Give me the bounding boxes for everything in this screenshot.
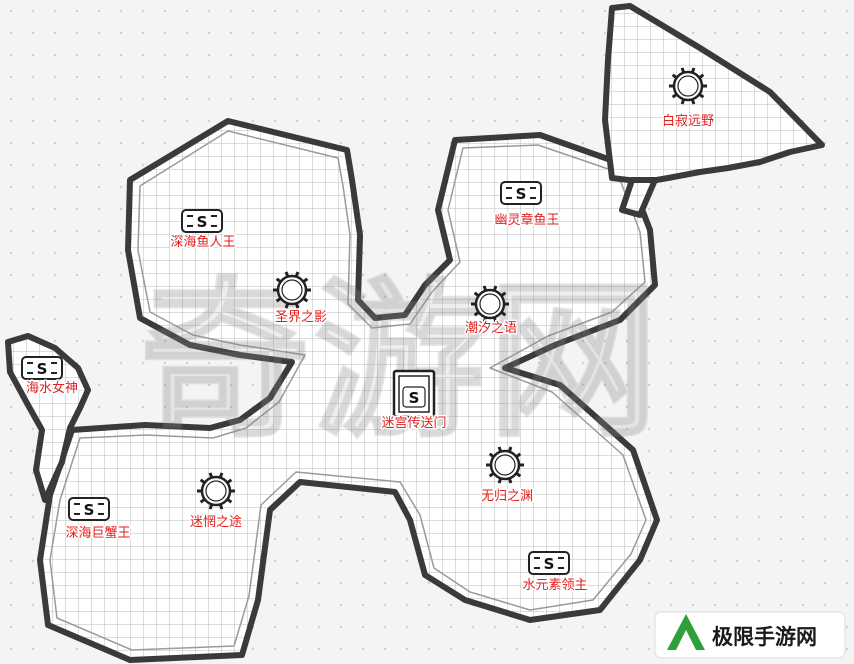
site-badge: 极限手游网 <box>654 611 846 659</box>
boss-s-icon: S <box>528 551 570 575</box>
marker-label: 深海巨蟹王 <box>65 526 130 541</box>
marker-tide-whisper[interactable]: 潮汐之语 <box>463 285 519 338</box>
svg-text:S: S <box>84 501 95 519</box>
marker-water-element-lord[interactable]: S 水元素领主 <box>521 551 589 595</box>
boss-s-icon: S <box>21 356 63 380</box>
svg-text:S: S <box>544 555 555 573</box>
svg-text:S: S <box>409 389 420 407</box>
svg-text:S: S <box>197 213 208 231</box>
marker-label: 幽灵章鱼王 <box>494 212 559 228</box>
badge-logo-icon <box>667 614 705 650</box>
marker-lost-path[interactable]: 迷惘之途 <box>188 472 244 532</box>
marker-holy-realm-shadow[interactable]: 圣界之影 <box>273 271 329 327</box>
labyrinth-portal-icon: S <box>392 369 436 419</box>
marker-labyrinth-portal[interactable]: S 迷宫传送门 <box>380 369 448 433</box>
watermark-text: 奇游网 <box>140 263 662 461</box>
marker-label: 迷惘之途 <box>190 514 242 530</box>
ring-portal-icon <box>273 271 311 309</box>
boss-s-icon: S <box>181 209 223 233</box>
marker-deep-sea-fishman-king[interactable]: S 深海鱼人王 <box>169 209 237 252</box>
boss-s-icon: S <box>68 497 110 521</box>
svg-text:S: S <box>516 185 527 203</box>
boss-s-icon: S <box>500 181 542 205</box>
ring-portal-icon <box>471 285 509 323</box>
svg-text:S: S <box>37 360 48 378</box>
ring-portal-icon <box>197 472 235 510</box>
map-region <box>37 118 660 663</box>
marker-label: 圣界之影 <box>275 310 327 325</box>
marker-label: 水元素领主 <box>522 578 587 593</box>
marker-label: 白寂远野 <box>662 113 714 129</box>
map-region-northeast <box>602 3 825 218</box>
marker-abyss-of-no-return[interactable]: 无归之渊 <box>479 446 535 506</box>
marker-label: 迷宫传送门 <box>381 416 446 431</box>
marker-label: 潮汐之语 <box>465 320 517 336</box>
badge-text: 极限手游网 <box>712 625 817 649</box>
ring-portal-icon <box>486 446 524 484</box>
marker-white-silence-wilds[interactable]: 白寂远野 <box>660 67 716 131</box>
marker-label: 深海鱼人王 <box>170 234 235 250</box>
marker-ghost-octopus-king[interactable]: S 幽灵章鱼王 <box>493 181 561 230</box>
marker-deep-sea-giant-crab-king[interactable]: S 深海巨蟹王 <box>64 497 132 543</box>
marker-label: 无归之渊 <box>481 489 533 504</box>
marker-label: 海水女神 <box>26 380 78 396</box>
ring-portal-icon <box>669 67 707 105</box>
marker-sea-goddess[interactable]: S 海水女神 <box>21 356 80 398</box>
